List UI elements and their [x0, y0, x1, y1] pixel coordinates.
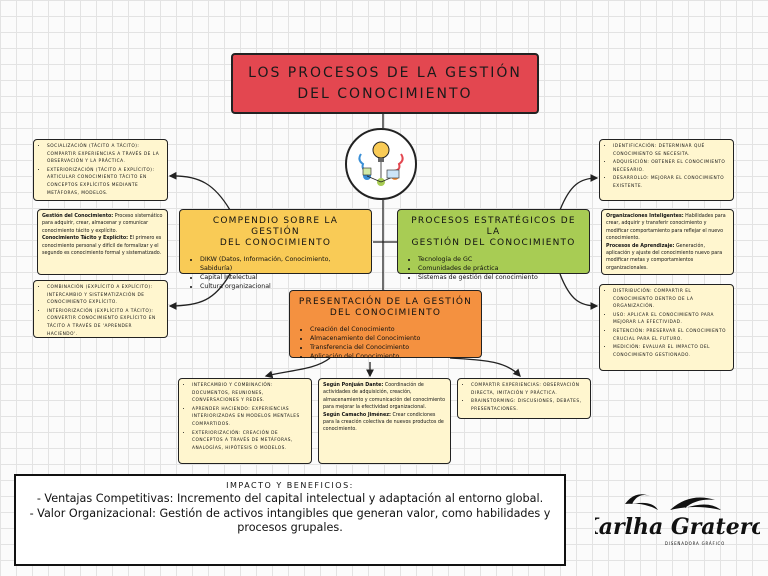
- estrategicos-title: PROCESOS ESTRATÉGICOS DE LA GESTIÓN DEL …: [411, 216, 576, 248]
- note-paragraph: Según Camacho Jiménez: Crear condiciones…: [323, 412, 444, 433]
- note-left-mid: Gestión del Conocimiento: Proceso sistem…: [37, 209, 168, 275]
- note-right-top: Identificación: Determinar qué conocimie…: [599, 139, 734, 201]
- note-item: Adquisición: Obtener el conocimiento nec…: [613, 159, 729, 174]
- note-paragraph: Organizaciones Inteligentes: Habilidades…: [606, 214, 726, 242]
- note-item: Retención: Preservar el conocimiento cru…: [613, 328, 729, 343]
- main-title: LOS PROCESOS DE LA GESTIÓN DEL CONOCIMIE…: [248, 64, 522, 102]
- note-item: Brainstorming: discusiones, debates, pre…: [471, 398, 586, 413]
- presentacion-box: PRESENTACIÓN DE LA GESTIÓN DEL CONOCIMIE…: [289, 290, 482, 361]
- brand-subtitle: DISEÑADORA GRÁFICO: [665, 541, 725, 546]
- note-bottom-center: Según Ponjuán Dante: Coordinación de act…: [318, 378, 451, 464]
- main-title-box: LOS PROCESOS DE LA GESTIÓN DEL CONOCIMIE…: [231, 53, 539, 114]
- compendio-title: COMPENDIO SOBRE LA GESTIÓN DEL CONOCIMIE…: [212, 216, 339, 248]
- presentacion-item: Almacenamiento del Conocimiento: [310, 334, 473, 343]
- note-right-bottom: Distribución: Compartir el conocimiento …: [599, 284, 734, 371]
- brand-logo: Karlha Graterol DISEÑADORA GRÁFICO: [579, 482, 768, 552]
- note-item: Combinación (Explícito a Explícito): Int…: [47, 284, 163, 307]
- note-right-mid: Organizaciones Inteligentes: Habilidades…: [601, 209, 734, 275]
- presentacion-item: Aplicación del Conocimiento: [310, 352, 473, 361]
- note-item: Interiorización (Explícito a Tácito): Co…: [47, 308, 163, 338]
- presentacion-item: Transferencia del Conocimiento: [310, 343, 473, 352]
- note-item: Identificación: Determinar qué conocimie…: [613, 143, 729, 158]
- note-item: Medición: Evaluar el impacto del conocim…: [613, 344, 729, 359]
- note-bottom-right: Compartir experiencias: observación dire…: [457, 378, 591, 419]
- note-left-top: Socialización (Tácito a Tácito): Compart…: [33, 139, 168, 201]
- compendio-item: DIKW (Datos, Información, Conocimiento, …: [200, 255, 363, 273]
- note-item: Exteriorización: creación de conceptos a…: [192, 430, 307, 453]
- note-item: Aprender haciendo: experiencias interior…: [192, 406, 307, 429]
- note-item: Intercambio y combinación: documentos, r…: [192, 382, 307, 405]
- note-bottom-left: Intercambio y combinación: documentos, r…: [178, 378, 312, 464]
- impact-line: - Ventajas Competitivas: Incremento del …: [36, 492, 544, 505]
- impact-line: - Valor Organizacional: Gestión de activ…: [29, 506, 551, 535]
- estrategicos-item: Tecnología de GC: [418, 255, 581, 264]
- estrategicos-item: Comunidades de práctica: [418, 264, 581, 273]
- note-item: Exteriorización (Tácito a Explícito): Ar…: [47, 167, 163, 197]
- estrategicos-item: Sistemas de gestión del conocimiento: [418, 273, 581, 282]
- compendio-item: Cultura organizacional: [200, 282, 363, 291]
- note-item: Distribución: Compartir el conocimiento …: [613, 288, 729, 311]
- note-item: Socialización (Tácito a Tácito): Compart…: [47, 143, 163, 166]
- compendio-box: COMPENDIO SOBRE LA GESTIÓN DEL CONOCIMIE…: [179, 209, 372, 290]
- estrategicos-box: PROCESOS ESTRATÉGICOS DE LA GESTIÓN DEL …: [397, 209, 590, 281]
- note-paragraph: Gestión del Conocimiento: Proceso sistem…: [42, 214, 163, 234]
- brand-name: Karlha Graterol: [595, 514, 760, 540]
- note-left-bottom: Combinación (Explícito a Explícito): Int…: [33, 280, 168, 338]
- note-paragraph: Procesos de Aprendizaje: Generación, apl…: [606, 243, 723, 271]
- impact-heading: IMPACTO Y BENEFICIOS:: [226, 481, 354, 490]
- note-item: Compartir experiencias: observación dire…: [471, 382, 586, 397]
- note-paragraph: Conocimiento Tácito y Explícito: El prim…: [42, 236, 162, 257]
- note-paragraph: Según Ponjuán Dante: Coordinación de act…: [323, 383, 446, 411]
- note-item: Uso: Aplicar el conocimiento para mejora…: [613, 312, 729, 327]
- presentacion-item: Creación del Conocimiento: [310, 325, 473, 334]
- brain-lightbulb-network-icon: [345, 128, 417, 200]
- presentacion-title: PRESENTACIÓN DE LA GESTIÓN DEL CONOCIMIE…: [298, 297, 473, 318]
- compendio-item: Capital Intelectual: [200, 273, 363, 282]
- impact-box: IMPACTO Y BENEFICIOS: - Ventajas Competi…: [14, 474, 566, 566]
- note-item: Desarrollo: Mejorar el conocimiento exis…: [613, 175, 729, 190]
